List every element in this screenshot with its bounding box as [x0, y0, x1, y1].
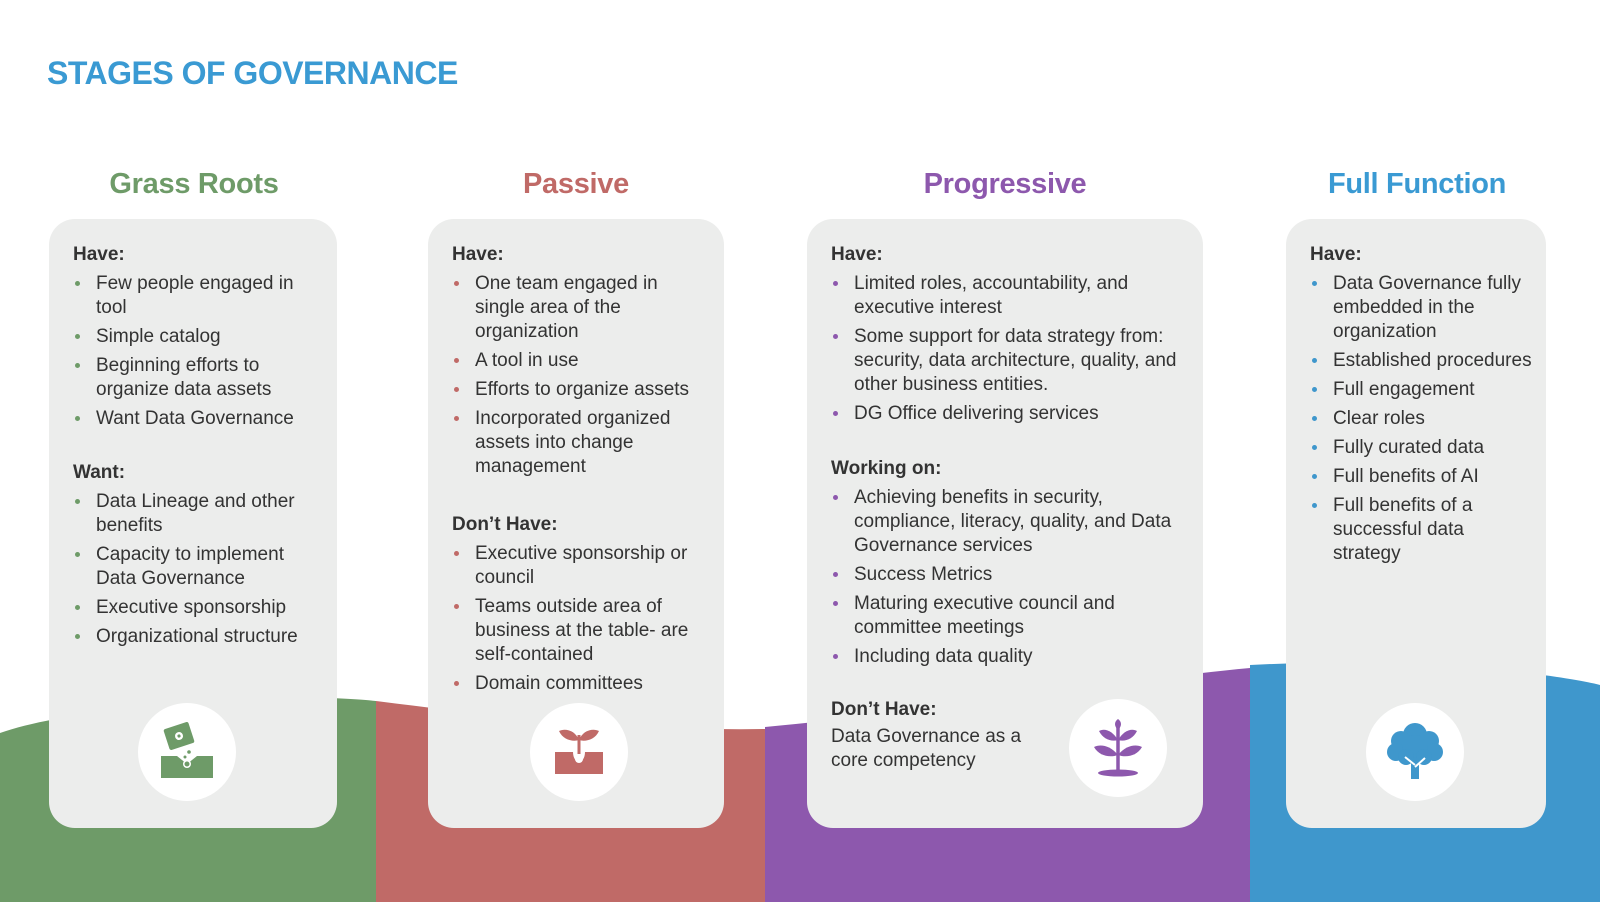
list-item: Few people engaged in tool	[73, 272, 323, 320]
section-label: Have:	[831, 244, 883, 265]
list-item: Simple catalog	[73, 325, 323, 349]
section-label: Have:	[73, 244, 125, 265]
list-item: Executive sponsorship or council	[452, 542, 710, 590]
bullet-list: Few people engaged in tool Simple catalo…	[73, 272, 323, 431]
list-item: A tool in use	[452, 349, 710, 373]
list-item: Some support for data strategy from: sec…	[831, 325, 1189, 397]
list-item: Success Metrics	[831, 563, 1189, 587]
list-item: Limited roles, accountability, and execu…	[831, 272, 1189, 320]
young-plant-icon	[1094, 719, 1142, 777]
list-item: Clear roles	[1310, 407, 1532, 431]
list-item: Want Data Governance	[73, 407, 323, 431]
stage-title-grass-roots: Grass Roots	[109, 168, 279, 200]
list-item: Beginning efforts to organize data asset…	[73, 354, 323, 402]
section-want: Want: Data Lineage and other benefits Ca…	[73, 461, 323, 654]
list-item: Teams outside area of business at the ta…	[452, 595, 710, 667]
list-item: DG Office delivering services	[831, 402, 1189, 426]
list-item: Full engagement	[1310, 378, 1532, 402]
list-item: Fully curated data	[1310, 436, 1532, 460]
section-have: Have: Few people engaged in tool Simple …	[73, 243, 323, 436]
list-item: Established procedures	[1310, 349, 1532, 373]
bullet-list: Achieving benefits in security, complian…	[831, 486, 1189, 669]
tree-icon	[1387, 723, 1443, 779]
list-item: Maturing executive council and committee…	[831, 592, 1189, 640]
icon-badge	[1069, 699, 1167, 797]
section-label: Working on:	[831, 458, 942, 479]
list-item: Organizational structure	[73, 625, 323, 649]
bullet-list: Executive sponsorship or council Teams o…	[452, 542, 710, 696]
list-item: Domain committees	[452, 672, 710, 696]
stage-title-full-function: Full Function	[1327, 168, 1507, 200]
icon-badge	[138, 703, 236, 801]
section-have: Have: Limited roles, accountability, and…	[831, 243, 1189, 431]
section-label: Have:	[452, 244, 504, 265]
icon-badge	[530, 703, 628, 801]
list-item: Full benefits of a successful data strat…	[1310, 494, 1532, 566]
section-dont-have: Don’t Have: Executive sponsorship or cou…	[452, 513, 710, 701]
list-item: Full benefits of AI	[1310, 465, 1532, 489]
page-title: STAGES OF GOVERNANCE	[47, 55, 458, 91]
list-item: Data Governance fully embedded in the or…	[1310, 272, 1532, 344]
stage-card-passive: Have: One team engaged in single area of…	[428, 219, 724, 828]
bullet-list: Limited roles, accountability, and execu…	[831, 272, 1189, 426]
list-item: One team engaged in single area of the o…	[452, 272, 710, 344]
list-item: Including data quality	[831, 645, 1189, 669]
section-label: Don’t Have:	[452, 514, 558, 535]
icon-badge	[1366, 703, 1464, 801]
stage-card-progressive: Have: Limited roles, accountability, and…	[807, 219, 1203, 828]
bullet-list: One team engaged in single area of the o…	[452, 272, 710, 479]
list-item: Executive sponsorship	[73, 596, 323, 620]
list-item: Capacity to implement Data Governance	[73, 543, 323, 591]
bullet-list: Data Lineage and other benefits Capacity…	[73, 490, 323, 649]
stage-title-progressive: Progressive	[923, 168, 1087, 200]
section-have: Have: One team engaged in single area of…	[452, 243, 710, 484]
section-have: Have: Data Governance fully embedded in …	[1310, 243, 1532, 571]
stage-card-grass-roots: Have: Few people engaged in tool Simple …	[49, 219, 337, 828]
stage-card-full-function: Have: Data Governance fully embedded in …	[1286, 219, 1546, 828]
list-item: Data Lineage and other benefits	[73, 490, 323, 538]
list-item: Incorporated organized assets into chang…	[452, 407, 710, 479]
section-label: Have:	[1310, 244, 1362, 265]
stage-title-passive: Passive	[523, 168, 629, 200]
sprout-icon	[555, 729, 603, 774]
section-dont-have: Don’t Have: Data Governance as a core co…	[831, 698, 1031, 773]
section-text: Data Governance as a core competency	[831, 726, 1022, 771]
section-working-on: Working on: Achieving benefits in securi…	[831, 457, 1189, 674]
list-item: Achieving benefits in security, complian…	[831, 486, 1189, 558]
section-label: Don’t Have:	[831, 699, 937, 720]
list-item: Efforts to organize assets	[452, 378, 710, 402]
seed-planting-icon	[161, 722, 213, 778]
section-label: Want:	[73, 462, 126, 483]
bullet-list: Data Governance fully embedded in the or…	[1310, 272, 1532, 566]
